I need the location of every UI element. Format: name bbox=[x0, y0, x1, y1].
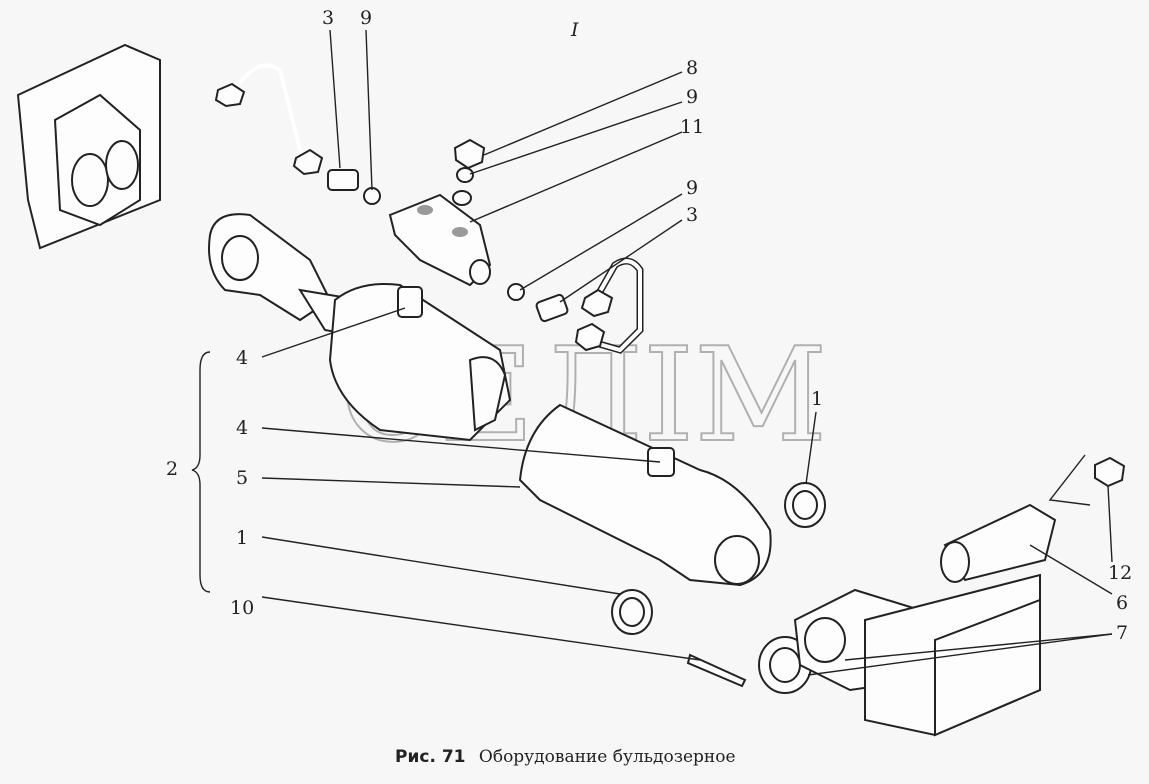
right-mounting-bracket bbox=[793, 573, 1041, 737]
figure-title: Оборудование бульдозерное bbox=[478, 747, 736, 767]
callout-9-top: 9 bbox=[360, 7, 372, 29]
callout-4: 4 bbox=[236, 347, 248, 369]
upper-hydraulic-pipe bbox=[214, 63, 381, 205]
view-label: I bbox=[570, 19, 579, 41]
callout-1: 1 bbox=[811, 388, 823, 410]
hydraulic-cylinder bbox=[208, 213, 772, 587]
callout-5: 5 bbox=[236, 467, 248, 489]
left-mounting-bracket bbox=[16, 43, 161, 250]
callout-labels: 3 9 I 8 9 11 9 3 4 4 5 1 10 2 1 12 6 7 bbox=[166, 7, 1132, 644]
callout-12: 12 bbox=[1108, 562, 1132, 584]
tee-fitting-block bbox=[388, 138, 569, 323]
figure-number: Рис. 71 bbox=[395, 747, 466, 767]
callout-6: 6 bbox=[1116, 592, 1128, 614]
callout-3-top: 3 bbox=[322, 7, 334, 29]
callout-10: 10 bbox=[230, 597, 254, 619]
callout-3: 3 bbox=[686, 204, 698, 226]
figure-caption: Рис. 71 Оборудование бульдозерное bbox=[395, 747, 736, 767]
callout-8: 8 bbox=[686, 57, 698, 79]
callout-11: 11 bbox=[680, 116, 704, 138]
callout-2: 2 bbox=[166, 458, 178, 480]
washers-and-pin bbox=[611, 454, 1126, 694]
callout-7: 7 bbox=[1116, 622, 1128, 644]
leader-lines bbox=[261, 29, 1113, 676]
callout-9: 9 bbox=[686, 177, 698, 199]
callout-1: 1 bbox=[236, 527, 248, 549]
group-brace bbox=[191, 351, 211, 593]
cotter-pin bbox=[686, 653, 747, 688]
callout-4: 4 bbox=[236, 417, 248, 439]
grease-fitting-12 bbox=[1094, 456, 1126, 488]
callout-9: 9 bbox=[686, 86, 698, 108]
